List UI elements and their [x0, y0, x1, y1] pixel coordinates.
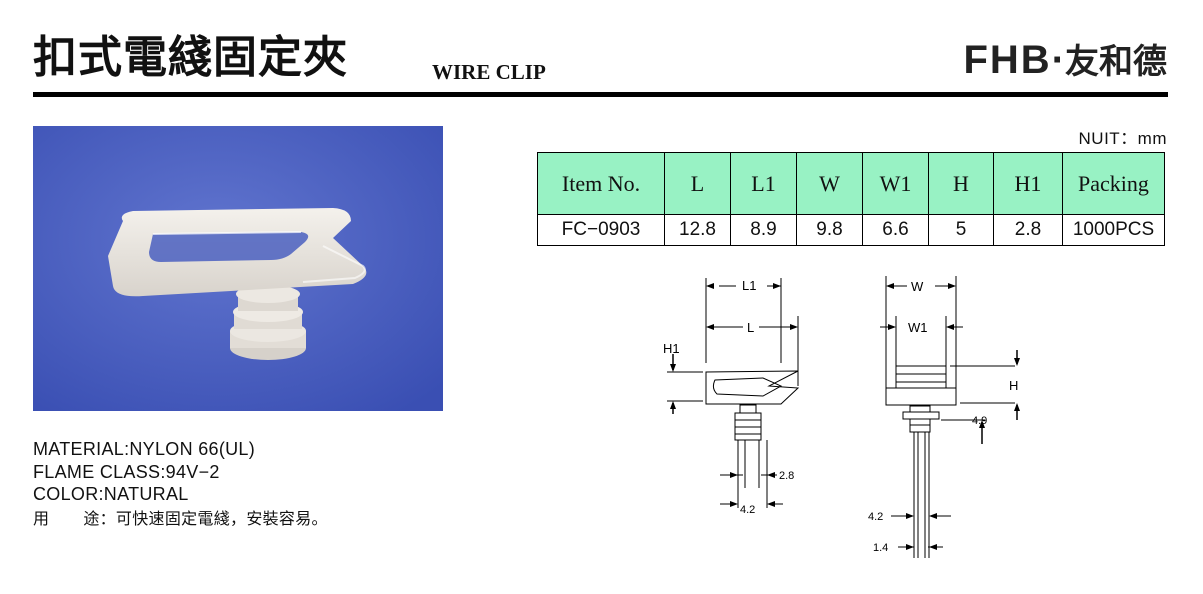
wire-clip-part — [108, 208, 367, 360]
table-header-cell: Packing — [1062, 152, 1165, 215]
table-cell: FC−0903 — [537, 214, 665, 246]
dim-label-h: H — [1009, 378, 1018, 393]
table-cell: 5 — [928, 214, 994, 246]
dim-label-l1: L1 — [742, 278, 756, 293]
dim-label-w: W — [911, 279, 924, 294]
color-line: COLOR:NATURAL — [33, 484, 189, 504]
table-header-cell: L1 — [730, 152, 797, 215]
dim-label-1-4: 1.4 — [873, 542, 888, 554]
header-divider — [33, 92, 1168, 97]
table-header-cell: Item No. — [537, 152, 665, 215]
dim-label-l: L — [747, 320, 754, 335]
table-header-cell: L — [664, 152, 731, 215]
dim-label-w1: W1 — [908, 320, 928, 335]
dim-label-4-2-side: 4.2 — [740, 504, 755, 516]
brand-logo-chinese: 友和德 — [1065, 42, 1167, 82]
table-cell: 8.9 — [730, 214, 797, 246]
brand-logo-latin: FHB — [963, 38, 1052, 82]
material-line: MATERIAL:NYLON 66(UL) — [33, 439, 256, 459]
dim-label-h1: H1 — [663, 341, 680, 356]
table-cell: 2.8 — [993, 214, 1063, 246]
table-cell: 12.8 — [664, 214, 731, 246]
brand-logo-separator: · — [1051, 38, 1065, 82]
usage-label-b: 途： — [83, 508, 116, 528]
usage-line: 用 途：可快速固定電綫，安裝容易。 — [33, 508, 328, 531]
dim-label-4-9: 4.9 — [972, 415, 987, 427]
flame-class-line: FLAME CLASS:94V−2 — [33, 461, 220, 482]
dim-label-4-2-front: 4.2 — [868, 511, 883, 523]
product-photo — [33, 126, 443, 411]
table-header-row: Item No. L L1 W W1 H H1 Packing — [537, 152, 1165, 215]
brand-logo: FHB·友和德 — [963, 34, 1167, 88]
usage-text: 可快速固定電綫，安裝容易。 — [115, 508, 328, 528]
table-cell: 9.8 — [796, 214, 863, 246]
table-header-cell: W — [796, 152, 863, 215]
material-specs: MATERIAL:NYLON 66(UL) FLAME CLASS:94V−2 … — [33, 438, 328, 530]
page-title-english: WIRE CLIP — [432, 60, 546, 84]
usage-label-a: 用 — [33, 508, 50, 528]
table-cell: 6.6 — [862, 214, 929, 246]
table-header-cell: W1 — [862, 152, 929, 215]
table-header-cell: H — [928, 152, 994, 215]
table-cell: 1000PCS — [1062, 214, 1165, 246]
technical-drawing: L1 L H1 2.8 4.2 W W1 H 4.9 4.2 1.4 — [663, 276, 1020, 558]
spec-table: Item No. L L1 W W1 H H1 Packing FC−0903 … — [537, 152, 1165, 246]
page-title-chinese: 扣式電綫固定夾 — [33, 32, 348, 83]
table-header-cell: H1 — [993, 152, 1063, 215]
table-row: FC−0903 12.8 8.9 9.8 6.6 5 2.8 1000PCS — [537, 214, 1165, 246]
unit-note: NUIT：mm — [1078, 129, 1167, 148]
dim-label-2-8: 2.8 — [779, 470, 794, 482]
